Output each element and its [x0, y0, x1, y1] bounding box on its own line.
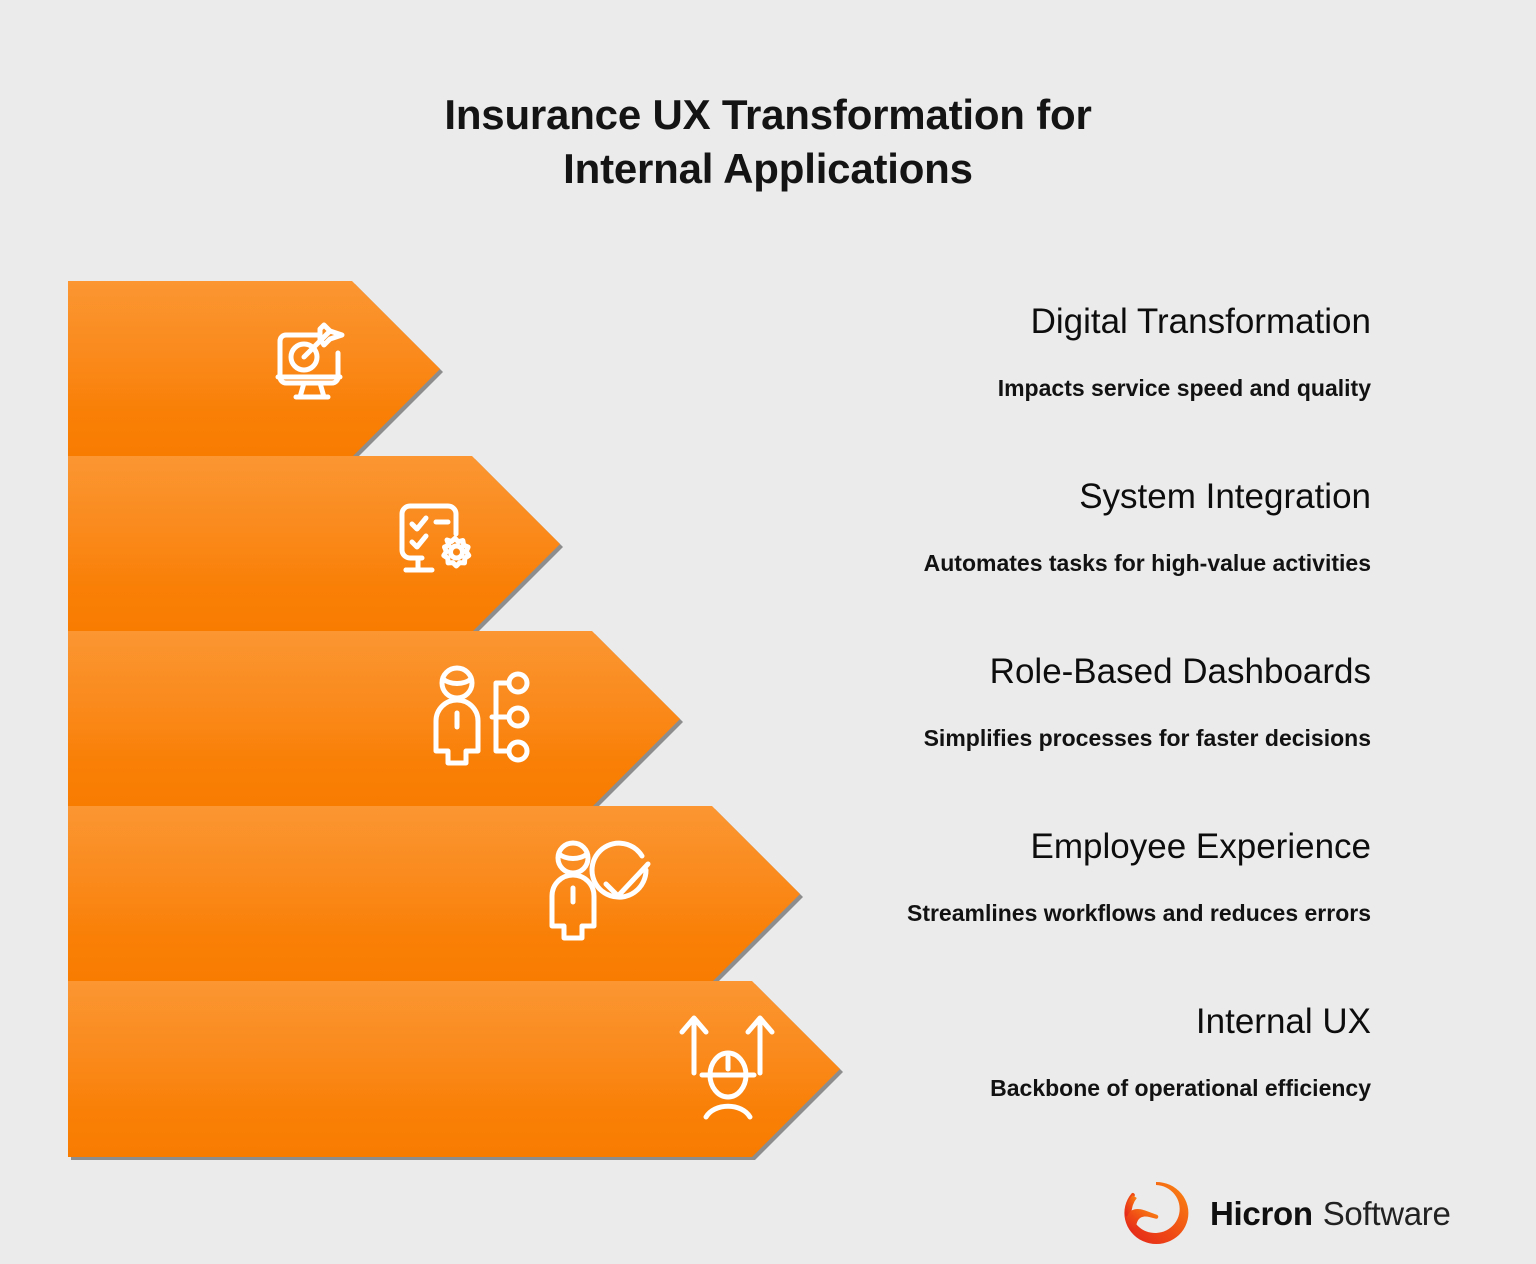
step-subtitle-3: Simplifies processes for faster decision… — [923, 724, 1371, 751]
arrow-shape-1 — [68, 281, 443, 460]
hicron-ring-icon — [1118, 1176, 1194, 1252]
step-subtitle-1: Impacts service speed and quality — [997, 374, 1371, 401]
brand-name: Hicron — [1210, 1195, 1313, 1232]
page-title: Insurance UX Transformation for Internal… — [444, 91, 1092, 192]
arrow-shape-4 — [68, 806, 803, 985]
step-subtitle-5: Backbone of operational efficiency — [990, 1074, 1371, 1101]
arrow-body-1 — [68, 281, 440, 457]
step-row-4[interactable]: Employee Experience Streamlines workflow… — [68, 806, 1371, 985]
step-title-1: Digital Transformation — [1030, 302, 1371, 341]
arrow-shape-2 — [68, 456, 563, 635]
step-title-4: Employee Experience — [1030, 827, 1371, 866]
step-text-3: Role-Based Dashboards Simplifies process… — [0, 652, 1371, 751]
person-hierarchy-icon — [426, 659, 536, 769]
arrow-body-3 — [68, 631, 680, 807]
step-title-3: Role-Based Dashboards — [989, 652, 1371, 691]
step-text-5: Internal UX Backbone of operational effi… — [0, 1002, 1371, 1101]
step-text-4: Employee Experience Streamlines workflow… — [0, 827, 1371, 926]
step-text-1: Digital Transformation Impacts service s… — [0, 302, 1371, 401]
checklist-gear-icon — [384, 490, 480, 586]
step-title-2: System Integration — [1079, 477, 1371, 516]
step-row-1[interactable]: Digital Transformation Impacts service s… — [68, 281, 1371, 460]
step-row-3[interactable]: Role-Based Dashboards Simplifies process… — [68, 631, 1371, 810]
step-row-2[interactable]: System Integration Automates tasks for h… — [68, 456, 1371, 635]
step-row-5[interactable]: Internal UX Backbone of operational effi… — [68, 981, 1371, 1160]
arrow-body-4 — [68, 806, 800, 982]
arrow-body-2 — [68, 456, 560, 632]
step-subtitle-4: Streamlines workflows and reduces errors — [906, 899, 1371, 926]
arrow-shape-3 — [68, 631, 683, 810]
person-growth-arrows-icon — [668, 1007, 788, 1125]
monitor-target-icon — [264, 315, 360, 411]
step-subtitle-2: Automates tasks for high-value activitie… — [923, 549, 1371, 576]
step-text-2: System Integration Automates tasks for h… — [0, 477, 1371, 576]
brand-product: Software — [1322, 1195, 1451, 1232]
person-check-icon — [544, 834, 654, 944]
arrow-shape-5 — [68, 981, 843, 1160]
step-title-5: Internal UX — [1195, 1002, 1371, 1041]
